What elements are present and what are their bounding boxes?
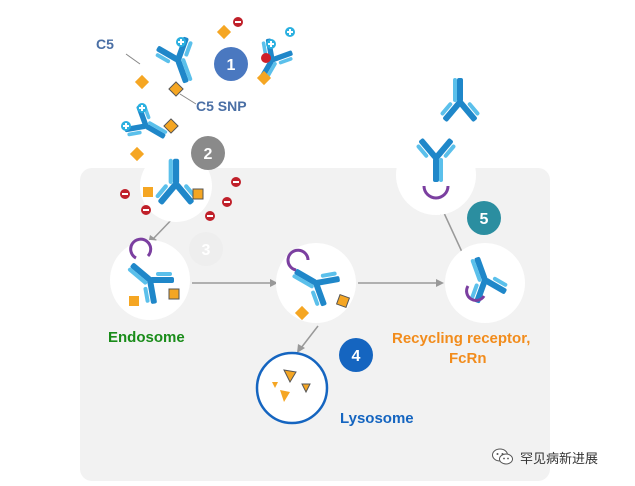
positive-charge-icon: [137, 103, 147, 113]
lysosome-circle: [255, 351, 329, 425]
degraded-antigen-icon: [301, 383, 311, 394]
endosome-label: Endosome: [108, 329, 185, 346]
fcrn-receptor-icon: [465, 285, 486, 302]
positive-charge-icon: [266, 39, 276, 49]
fcrn-label: FcRn: [449, 350, 487, 367]
c5-antigen-icon: [129, 146, 145, 162]
degraded-antigen-icon: [280, 390, 290, 402]
positive-charge-icon: [176, 37, 186, 47]
c5-snp-antigen-icon: [192, 188, 204, 200]
positive-charge-icon: [121, 121, 131, 131]
c5-label: C5: [96, 36, 114, 52]
svg-text:5: 5: [480, 211, 489, 228]
wechat-icon: [492, 448, 513, 465]
step-badge-5: 5: [467, 201, 501, 235]
c5-antigen-icon: [216, 24, 232, 40]
negative-charge-icon: [120, 189, 130, 199]
c5-snp-antigen-icon: [168, 288, 180, 300]
positive-charge-icon: [285, 27, 295, 37]
negative-charge-icon: [205, 211, 215, 221]
watermark: 罕见病新进展: [492, 447, 598, 467]
fcrn-receptor-icon: [129, 237, 153, 260]
c5-snp-antigen-icon: [168, 81, 184, 97]
negative-charge-icon: [233, 17, 243, 27]
c5-antigen-icon: [129, 296, 139, 306]
svg-text:1: 1: [227, 57, 236, 74]
step-badge-1: 1: [214, 47, 248, 81]
svg-text:3: 3: [202, 242, 211, 259]
recycling-receptor-label: Recycling receptor,: [392, 330, 531, 347]
step-badge-3: 3: [189, 232, 223, 266]
svg-text:2: 2: [204, 146, 213, 163]
step1-antibody-group: [125, 17, 298, 105]
c5-snp-antigen-icon: [163, 118, 179, 134]
step-badge-4: 4: [339, 338, 373, 372]
negative-charge-icon: [231, 177, 241, 187]
watermark-text: 罕见病新进展: [520, 451, 599, 467]
fcrn-receptor-icon: [286, 248, 310, 272]
released-antibody-icon: [438, 78, 482, 123]
degraded-antigen-icon: [272, 382, 278, 388]
c5-antigen-icon: [143, 187, 153, 197]
lysosome-label: Lysosome: [340, 410, 414, 427]
negative-charge-icon: [222, 197, 232, 207]
fcrn-receptor-icon: [422, 185, 450, 200]
c5-antigen-icon: [134, 74, 150, 90]
negative-charge-icon: [141, 205, 151, 215]
c5-snp-antigen-icon: [335, 293, 351, 309]
step2-antibody-group: [120, 100, 179, 162]
bound-c5-marker-icon: [261, 53, 271, 63]
step-badge-2: 2: [191, 136, 225, 170]
degraded-antigen-icon: [283, 369, 297, 384]
c5-snp-label: C5 SNP: [196, 98, 247, 114]
svg-text:4: 4: [352, 348, 361, 365]
